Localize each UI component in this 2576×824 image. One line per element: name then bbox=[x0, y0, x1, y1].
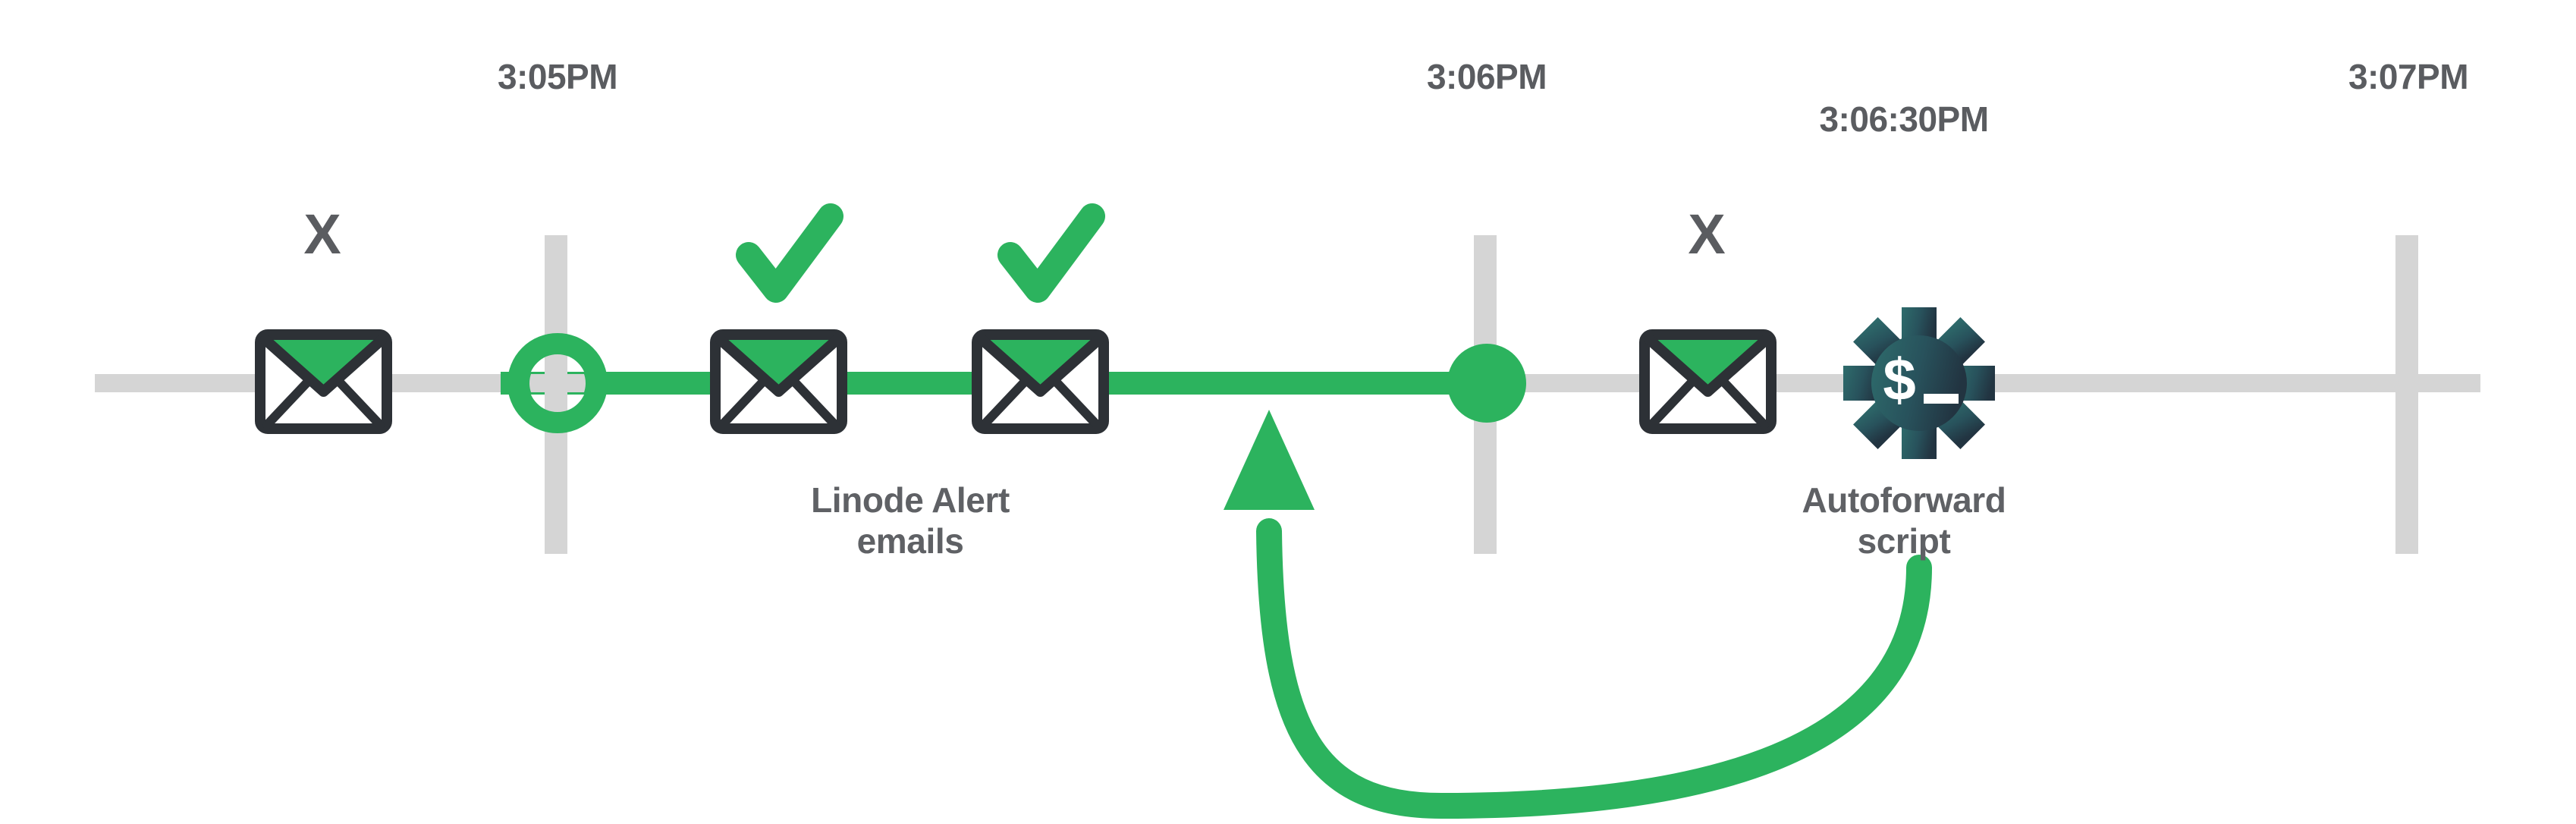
tick-mark-307 bbox=[2395, 235, 2418, 554]
envelope-icon-email-4 bbox=[1639, 329, 1776, 434]
gear-terminal-icon-script-run: $ bbox=[1843, 307, 1995, 459]
script-time-label: 3:06:30PM bbox=[1819, 99, 1989, 139]
x-mark-icon-email-4: X bbox=[1688, 203, 1726, 266]
tick-label-305: 3:05PM bbox=[497, 57, 618, 96]
timeline-node-ring-305 bbox=[507, 333, 608, 433]
event-label-linode-alert-emails: Linode Alert emails bbox=[811, 480, 1010, 561]
envelope-icon-email-3 bbox=[972, 329, 1109, 434]
check-mark-icon-email-3 bbox=[997, 203, 1105, 303]
check-mark-icon-email-2 bbox=[736, 203, 843, 303]
tick-label-307: 3:07PM bbox=[2348, 57, 2469, 96]
envelope-icon-email-2 bbox=[710, 329, 847, 434]
tick-label-306: 3:06PM bbox=[1426, 57, 1547, 96]
timeline-node-dot-306 bbox=[1447, 344, 1526, 423]
x-mark-icon-email-1: X bbox=[303, 203, 341, 266]
envelope-icon-email-1 bbox=[255, 329, 392, 434]
event-label-autoforward-script: Autoforward script bbox=[1802, 480, 2006, 561]
autoforward-arrow bbox=[1224, 410, 1932, 819]
svg-text:$: $ bbox=[1883, 346, 1915, 413]
